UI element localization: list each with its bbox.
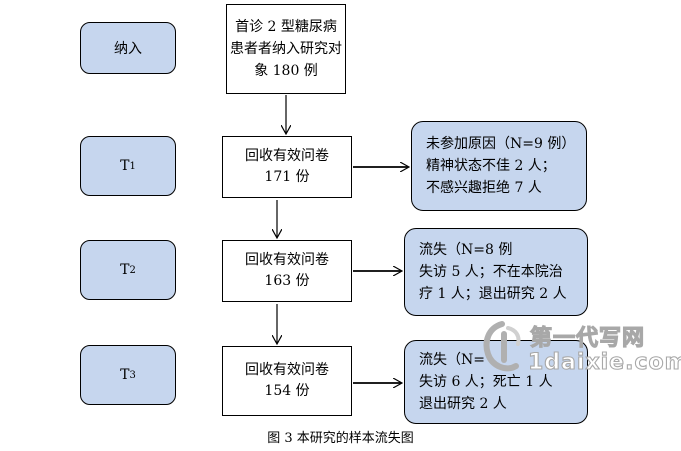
loss-line-3: 不感兴趣拒绝 7 人 [426, 180, 542, 196]
enrolled-line-3: 象 180 例 [254, 63, 318, 79]
enrolled-line-1: 首诊 2 型糖尿病 [235, 19, 337, 35]
loss-box-t2: 流失（N=8 例 失访 5 人；不在本院治 疗 1 人；退出研究 2 人 [404, 228, 588, 316]
loss-line-2: 失访 6 人；死亡 1 人 [419, 374, 553, 390]
stage-label: T [120, 262, 130, 278]
stage-subscript: 2 [129, 264, 136, 276]
loss-line-2: 精神状态不佳 2 人； [426, 158, 556, 174]
watermark-text: 第一代写网 [529, 325, 646, 351]
box-line-2: 163 份 [264, 273, 310, 289]
loss-line-1: 未参加原因（N=9 例） [426, 136, 576, 152]
loss-line-3: 疗 1 人；退出研究 2 人 [419, 286, 567, 302]
valid-questionnaires-t2: 回收有效问卷 163 份 [222, 240, 352, 302]
stage-label: 纳入 [114, 41, 142, 57]
loss-line-3: 退出研究 2 人 [419, 396, 507, 412]
enrolled-box: 首诊 2 型糖尿病 患者者纳入研究对 象 180 例 [226, 4, 346, 94]
box-line-1: 回收有效问卷 [245, 148, 329, 164]
box-line-2: 171 份 [264, 169, 310, 185]
loss-box-t3: 流失（N= 失访 6 人；死亡 1 人 退出研究 2 人 [404, 340, 588, 424]
stage-label: T [120, 158, 130, 174]
loss-line-1: 流失（N= [419, 352, 485, 368]
valid-questionnaires-t1: 回收有效问卷 171 份 [222, 136, 352, 198]
stage-subscript: 3 [129, 369, 136, 381]
valid-questionnaires-t3: 回收有效问卷 154 份 [222, 346, 352, 416]
stage-enroll: 纳入 [80, 22, 176, 74]
stage-label: T [120, 367, 130, 383]
stage-subscript: 1 [129, 160, 136, 172]
enrolled-line-2: 患者者纳入研究对 [230, 41, 342, 57]
box-line-2: 154 份 [264, 383, 310, 399]
loss-line-1: 流失（N=8 例 [419, 242, 513, 258]
watermark: 第一代写网 1daixie.com [478, 320, 681, 380]
box-line-1: 回收有效问卷 [245, 252, 329, 268]
figure-caption: 图 3 本研究的样本流失图 [267, 431, 414, 446]
watermark-logo-icon [483, 321, 521, 372]
watermark-url: 1daixie.com [527, 349, 681, 375]
box-line-1: 回收有效问卷 [245, 362, 329, 378]
loss-line-2: 失访 5 人；不在本院治 [419, 264, 563, 280]
loss-box-t1: 未参加原因（N=9 例） 精神状态不佳 2 人； 不感兴趣拒绝 7 人 [411, 121, 587, 211]
